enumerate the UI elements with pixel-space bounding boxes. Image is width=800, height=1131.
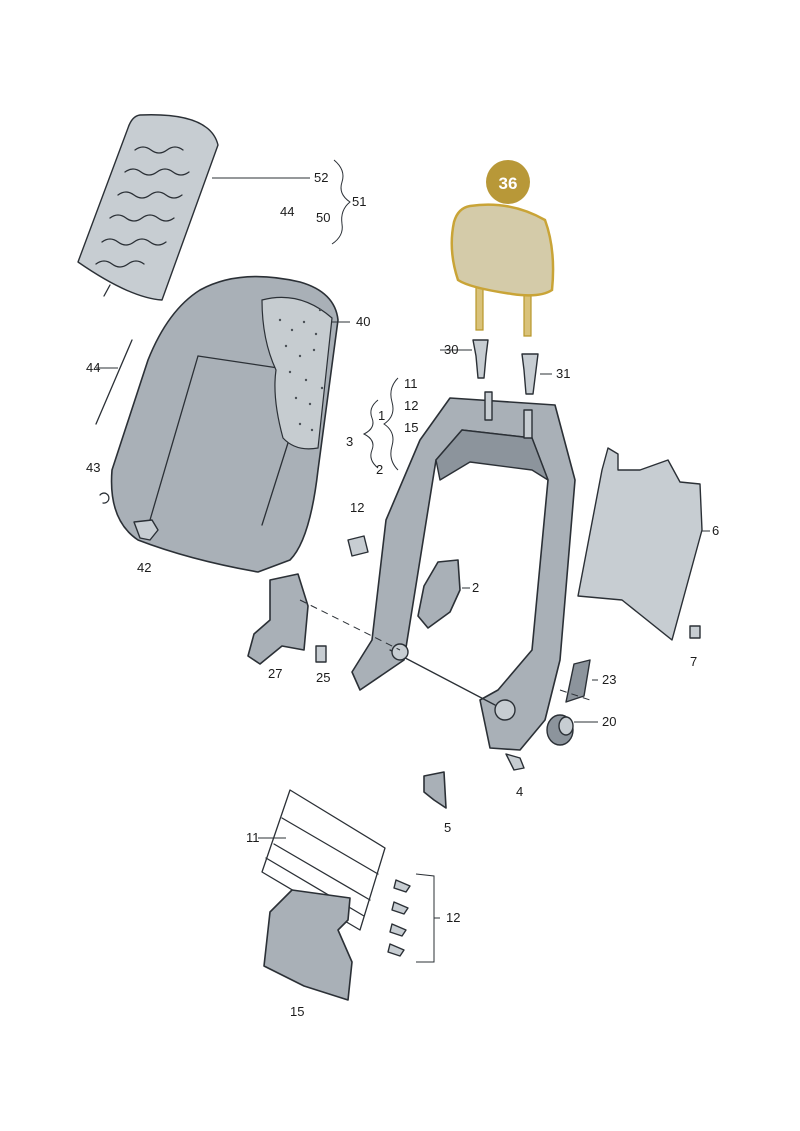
lever-handle-part[interactable] (565, 659, 591, 703)
callout-44-side: 44 (86, 360, 100, 375)
bracket-12-part[interactable] (347, 535, 369, 557)
lumbar-clips-part[interactable] (387, 879, 411, 957)
callout-31: 31 (556, 366, 570, 381)
callout-2-top: 2 (376, 462, 383, 477)
callout-52: 52 (314, 170, 328, 185)
callout-40: 40 (356, 314, 370, 329)
backrest-cover-part[interactable] (110, 275, 339, 573)
clip-5-part[interactable] (423, 771, 447, 809)
headrest-guide-31[interactable] (521, 353, 539, 395)
lumbar-mat-part[interactable] (261, 789, 386, 1001)
ring-clip-part[interactable] (99, 492, 110, 504)
adjust-knob-part[interactable] (546, 714, 574, 746)
callout-43: 43 (86, 460, 100, 475)
callout-12-bottom: 12 (446, 910, 460, 925)
side-cover-part[interactable] (247, 573, 309, 665)
callout-6: 6 (712, 523, 719, 538)
callout-5: 5 (444, 820, 451, 835)
callout-20: 20 (602, 714, 616, 729)
callout-11-bottom: 11 (246, 830, 260, 845)
bolt-7-part[interactable] (689, 625, 701, 639)
callouts: 52 51 50 44 40 44 43 42 30 31 11 1 12 3 … (86, 170, 719, 1019)
headrest-guide-30[interactable] (472, 339, 489, 379)
screw-25-part[interactable] (315, 645, 327, 663)
back-panel-part[interactable] (577, 447, 703, 641)
wire-clip-part[interactable] (95, 339, 133, 425)
callout-15-top: 15 (404, 420, 418, 435)
callout-27: 27 (268, 666, 282, 681)
callout-51: 51 (352, 194, 366, 209)
callout-11-top: 11 (404, 376, 418, 391)
callout-12-mid: 12 (350, 500, 364, 515)
leader-lines (96, 159, 710, 963)
callout-50: 50 (316, 210, 330, 225)
callout-1: 1 (378, 408, 385, 423)
callout-7: 7 (690, 654, 697, 669)
callout-42: 42 (137, 560, 151, 575)
callout-12-top: 12 (404, 398, 418, 413)
highlight-label: 36 (499, 174, 518, 193)
callout-25: 25 (316, 670, 330, 685)
headrest-part[interactable] (450, 203, 555, 337)
callout-4: 4 (516, 784, 523, 799)
callout-44-top: 44 (280, 204, 294, 219)
screw-4-part[interactable] (505, 753, 525, 771)
callout-30: 30 (444, 342, 458, 357)
heating-mat-part[interactable] (77, 114, 219, 301)
callout-2-mid: 2 (472, 580, 479, 595)
backrest-frame-part[interactable] (351, 391, 576, 751)
clip-42-part[interactable] (133, 519, 159, 541)
callout-23: 23 (602, 672, 616, 687)
recliner-part[interactable] (417, 559, 461, 629)
callout-3: 3 (346, 434, 353, 449)
callout-15-bottom: 15 (290, 1004, 304, 1019)
highlight-badge[interactable] (486, 160, 530, 204)
